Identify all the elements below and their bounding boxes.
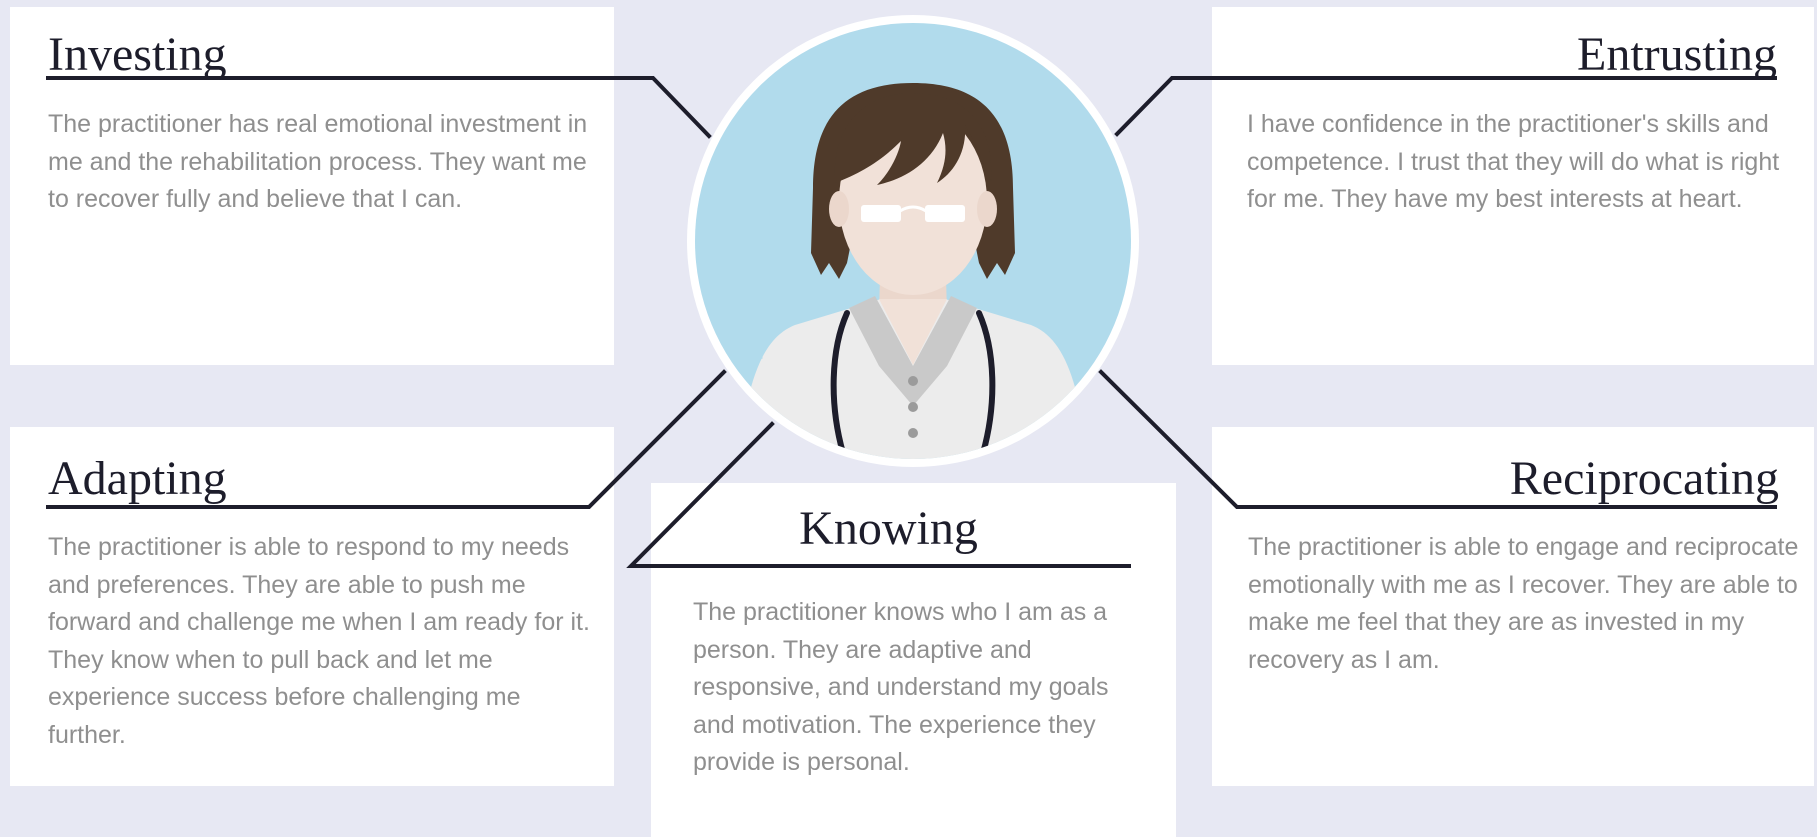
doctor-avatar-icon <box>687 15 1139 467</box>
card-title-adapting: Adapting <box>48 452 227 505</box>
stethoscope-left <box>830 310 850 456</box>
collar <box>849 296 977 406</box>
coat-button <box>908 428 918 438</box>
card-text-entrusting: I have confidence in the practitioner's … <box>1247 110 1780 213</box>
glasses-right-lens <box>925 205 965 222</box>
card-title-knowing: Knowing <box>799 502 978 555</box>
ear-right <box>977 191 997 227</box>
card-entrusting: Entrusting I have confidence in the prac… <box>1212 7 1814 365</box>
hair-fringe <box>834 93 992 185</box>
card-text-adapting: The practitioner is able to respond to m… <box>48 533 590 749</box>
card-adapting: Adapting The practitioner is able to res… <box>10 427 614 786</box>
card-knowing: Knowing The practitioner knows who I am … <box>651 483 1176 837</box>
v-neck <box>879 299 947 365</box>
card-text-investing: The practitioner has real emotional inve… <box>48 110 588 213</box>
ear-left <box>829 191 849 227</box>
glasses-bridge <box>899 205 927 213</box>
stethoscope-right <box>976 310 996 456</box>
coat-button <box>908 402 918 412</box>
card-reciprocating: Reciprocating The practitioner is able t… <box>1212 427 1814 786</box>
card-title-entrusting: Entrusting <box>1577 28 1777 81</box>
card-title-investing: Investing <box>48 28 227 81</box>
card-text-reciprocating: The practitioner is able to engage and r… <box>1248 533 1799 674</box>
card-investing: Investing The practitioner has real emot… <box>10 7 614 365</box>
card-title-reciprocating: Reciprocating <box>1509 452 1779 505</box>
card-text-knowing: The practitioner knows who I am as a per… <box>693 598 1109 776</box>
glasses-left-lens <box>861 205 901 222</box>
coat-button <box>908 376 918 386</box>
